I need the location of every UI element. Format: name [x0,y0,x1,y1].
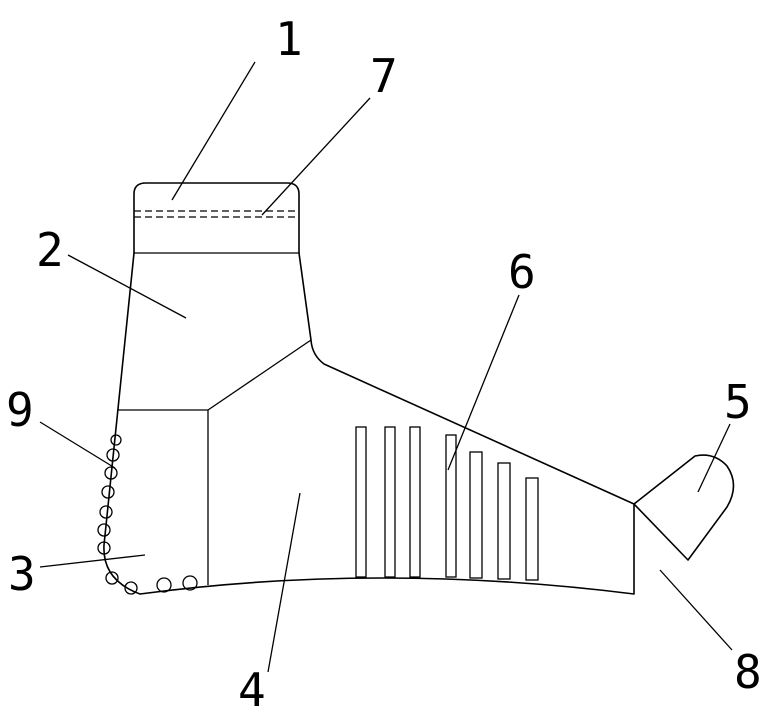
leg-section-divider [117,340,311,410]
leader-3 [40,555,145,567]
strip [385,427,395,577]
strip [446,435,456,577]
leader-lines [40,62,732,672]
strip [356,427,366,577]
sock-outline [104,253,634,594]
cuff-outline [134,183,299,253]
toe-cap [634,455,734,560]
leader-7 [262,98,370,215]
label-1: 1 [275,12,303,66]
leader-5 [698,424,730,492]
strip [526,478,538,580]
label-8: 8 [734,645,762,699]
reference-labels: 1 2 3 4 5 6 7 8 9 [6,12,762,709]
label-3: 3 [8,547,36,601]
leader-6 [448,295,519,470]
strip [470,452,482,578]
label-9: 9 [6,383,34,437]
leader-9 [40,422,115,468]
label-4: 4 [238,663,266,709]
leader-4 [268,493,300,672]
leader-2 [68,255,186,318]
label-2: 2 [36,223,64,277]
leader-1 [172,62,255,200]
ventilation-strips [356,427,538,580]
leader-8 [660,570,732,650]
label-7: 7 [370,49,398,103]
label-5: 5 [724,375,752,429]
strip [498,463,510,579]
label-6: 6 [508,245,536,299]
strip [410,427,420,577]
